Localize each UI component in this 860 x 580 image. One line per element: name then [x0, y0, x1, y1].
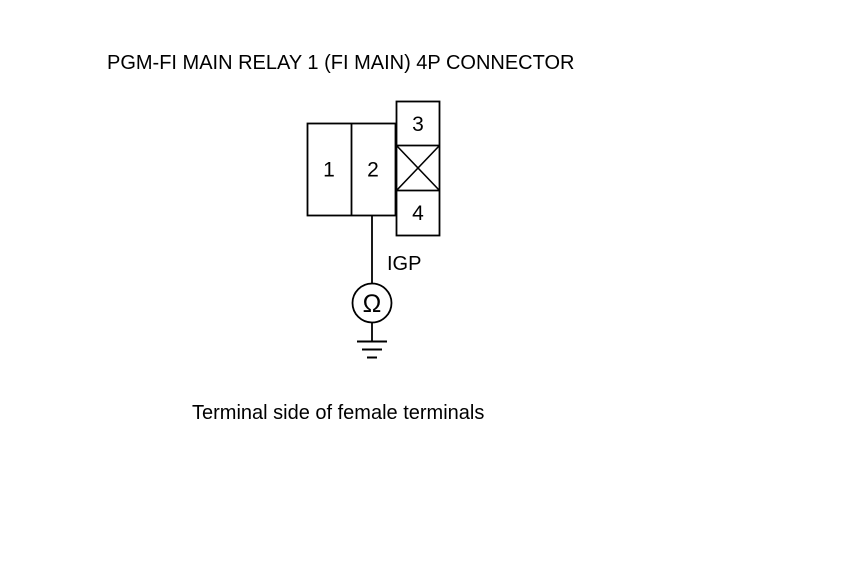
ohm-symbol: Ω: [363, 290, 382, 318]
terminal-1-label: 1: [323, 159, 335, 182]
page-title: PGM-FI MAIN RELAY 1 (FI MAIN) 4P CONNECT…: [107, 52, 575, 74]
connector-right-column: [395, 100, 441, 237]
blocked-cavity-cross-line-2: [395, 144, 441, 192]
wire-label-igp: IGP: [387, 253, 421, 275]
terminal-4-label: 4: [412, 202, 424, 225]
terminal-side-caption: Terminal side of female terminals: [192, 402, 485, 424]
terminal-3-label: 3: [412, 113, 424, 136]
terminal-2-label: 2: [367, 159, 379, 182]
